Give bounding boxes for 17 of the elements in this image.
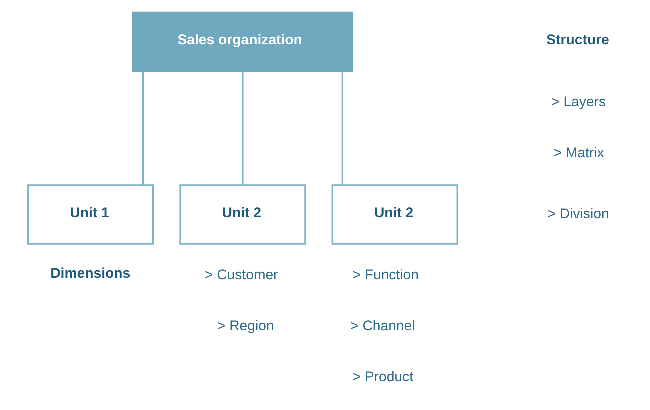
label: > Function (352, 266, 419, 282)
label: Structure (546, 32, 610, 48)
label: > Region (217, 317, 274, 334)
label: > Matrix (554, 144, 604, 161)
connector (142, 72, 144, 186)
label: > Layers (552, 94, 606, 110)
label: > Channel (350, 317, 416, 334)
connector (242, 72, 244, 186)
connector (342, 72, 344, 186)
node-box: Unit 2 (332, 184, 458, 245)
label: > Division (548, 205, 610, 222)
label: > Product (352, 368, 414, 384)
node-box: Sales organization (132, 12, 354, 72)
label: Dimensions (50, 265, 131, 282)
label: > Customer (204, 266, 278, 282)
node-box: Unit 1 (28, 184, 154, 245)
node-box: Unit 2 (180, 184, 306, 245)
